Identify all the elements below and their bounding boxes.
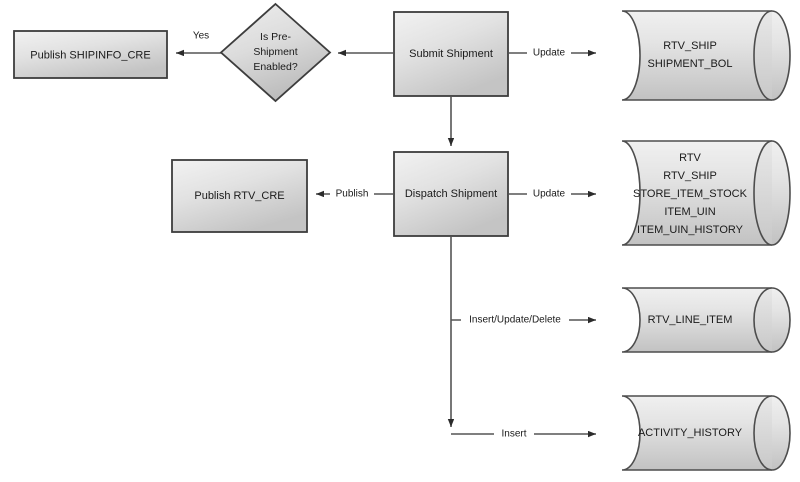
node-db-rtv-line-item[interactable]: RTV_LINE_ITEM	[621, 287, 791, 353]
node-db-activity-history[interactable]: ACTIVITY_HISTORY	[621, 395, 791, 471]
edge-label-backdrop	[461, 312, 569, 328]
node-label-line1: RTV	[679, 152, 701, 164]
node-label-line1: RTV_SHIP	[663, 40, 717, 52]
node-label-line1: ACTIVITY_HISTORY	[638, 427, 743, 439]
edge-label-backdrop	[494, 426, 534, 442]
edge-label-backdrop	[527, 186, 571, 202]
node-label-line2: RTV_SHIP	[663, 170, 717, 182]
edge-dispatch-to-activity: Insert	[451, 426, 596, 442]
edge-dispatch-to-line-item: Insert/Update/Delete	[451, 312, 596, 328]
node-publish-rtv-cre[interactable]: Publish RTV_CRE	[171, 159, 308, 233]
node-label-line5: ITEM_UIN_HISTORY	[637, 224, 744, 236]
edge-decision-to-publish-shipinfo: Yes	[176, 31, 222, 57]
node-label-line2: Shipment	[253, 46, 297, 58]
node-db-rtv-multi[interactable]: RTV RTV_SHIP STORE_ITEM_STOCK ITEM_UIN I…	[621, 140, 791, 246]
node-label-line1: Is Pre-	[260, 31, 291, 43]
node-label-line1: RTV_LINE_ITEM	[648, 314, 733, 326]
node-label-line3: STORE_ITEM_STOCK	[633, 188, 748, 200]
cylinder-cap	[753, 287, 773, 353]
cylinder-cap	[753, 140, 773, 246]
edge-label-backdrop	[527, 45, 571, 61]
cylinder-cap	[753, 395, 773, 471]
node-publish-shipinfo-cre[interactable]: Publish SHIPINFO_CRE	[13, 30, 168, 79]
node-label-line4: ITEM_UIN	[664, 206, 715, 218]
node-label: Submit Shipment	[409, 48, 493, 60]
edge-dispatch-to-publish-rtv: Publish	[316, 186, 393, 202]
node-is-pre-shipment-enabled[interactable]: Is Pre- Shipment Enabled?	[219, 2, 332, 103]
edge-label-insert: Insert	[501, 429, 526, 440]
edge-label-update-top: Update	[533, 48, 566, 59]
cylinder-cap	[753, 10, 773, 101]
node-label: Dispatch Shipment	[405, 188, 497, 200]
node-shape	[393, 11, 509, 97]
edge-dispatch-to-db-multi: Update	[509, 186, 596, 202]
node-label-line2: SHIPMENT_BOL	[648, 58, 733, 70]
node-submit-shipment[interactable]: Submit Shipment	[393, 11, 509, 97]
edge-submit-to-db-rtv-ship: Update	[509, 45, 596, 61]
edge-label-publish: Publish	[336, 189, 369, 200]
edge-label-backdrop	[330, 186, 374, 202]
node-shape	[219, 2, 332, 103]
node-label: Publish SHIPINFO_CRE	[30, 49, 150, 61]
edge-label-insert-update-delete: Insert/Update/Delete	[469, 315, 561, 326]
edge-label-yes: Yes	[193, 31, 209, 42]
node-label: Publish RTV_CRE	[194, 190, 284, 202]
node-shape	[171, 159, 308, 233]
node-label-line3: Enabled?	[253, 61, 298, 73]
node-db-rtv-ship[interactable]: RTV_SHIP SHIPMENT_BOL	[621, 10, 791, 101]
node-dispatch-shipment[interactable]: Dispatch Shipment	[393, 151, 509, 237]
node-shape	[13, 30, 168, 79]
node-shape	[393, 151, 509, 237]
edge-label-update-mid: Update	[533, 189, 566, 200]
